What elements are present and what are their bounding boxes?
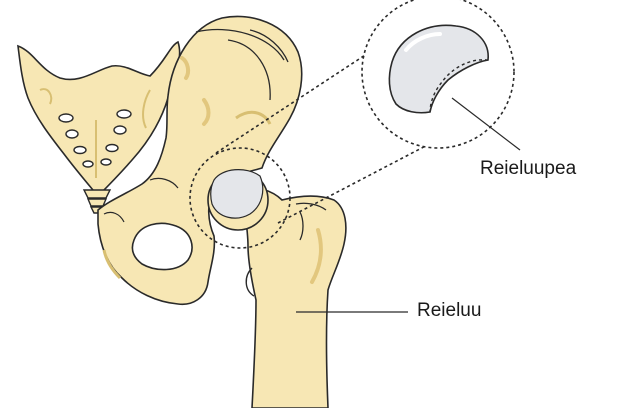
obturator-foramen bbox=[131, 222, 193, 271]
femur-label: Reieluu bbox=[417, 300, 482, 321]
femur bbox=[241, 186, 347, 408]
pelvis bbox=[97, 15, 303, 306]
magnified-femoral-head bbox=[388, 24, 489, 114]
joint-highlight-circle bbox=[189, 147, 291, 249]
femoral-head-label: Reieluupea bbox=[480, 158, 577, 179]
sacral-foramina bbox=[58, 109, 132, 168]
magnification-connector-lines bbox=[215, 41, 461, 224]
femoral-head-leader-line bbox=[451, 97, 521, 151]
sacrum bbox=[17, 40, 181, 198]
magnified-view bbox=[361, 0, 515, 149]
femoral-head bbox=[207, 169, 269, 231]
